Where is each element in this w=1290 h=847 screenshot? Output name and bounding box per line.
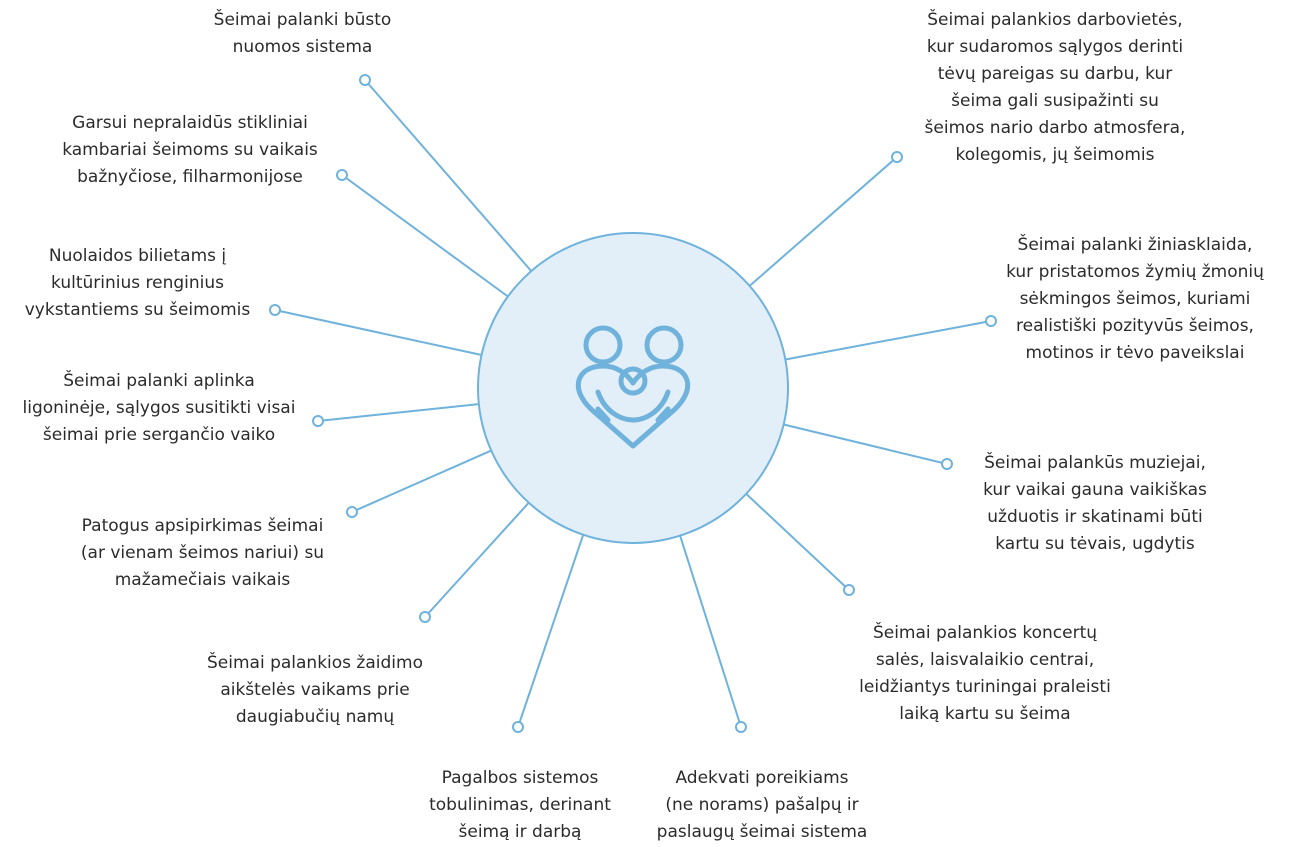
label-line: Pagalbos sistemos bbox=[441, 768, 599, 788]
connector-line-housing bbox=[364, 79, 533, 272]
label-line: kartu su tėvais, ugdytis bbox=[995, 534, 1195, 554]
connector-line-museums bbox=[783, 423, 948, 465]
label-line: Šeimai palanki žiniasklaida, bbox=[1017, 235, 1253, 255]
connector-dot-benefits bbox=[735, 721, 747, 733]
spoke-label-housing: Šeimai palanki būsto nuomos sistema bbox=[195, 7, 410, 61]
label-line: šeimos nario darbo atmosfera, bbox=[924, 118, 1186, 138]
label-line: tėvų pareigas su darbu, kur bbox=[937, 64, 1173, 84]
label-line: kolegomis, jų šeimomis bbox=[955, 145, 1155, 165]
label-line: sėkmingos šeimos, kuriami bbox=[1019, 289, 1251, 309]
label-line: kur vaikai gauna vaikiškas bbox=[983, 480, 1207, 500]
connector-dot-playgrounds bbox=[419, 611, 431, 623]
label-line: Nuolaidos bilietams į bbox=[48, 246, 227, 266]
family-heart-icon bbox=[575, 325, 691, 449]
label-line: kultūrinius renginius bbox=[51, 273, 224, 293]
connector-line-concert-halls bbox=[745, 493, 850, 591]
connector-dot-soundproof-rooms bbox=[336, 169, 348, 181]
label-line: vykstantiems su šeimomis bbox=[24, 300, 251, 320]
connector-line-media bbox=[785, 320, 992, 361]
connector-line-workplaces bbox=[748, 156, 898, 287]
label-line: Garsui nepralaidūs stikliniai bbox=[72, 113, 308, 133]
connector-line-shopping bbox=[351, 449, 492, 513]
spoke-label-workplaces: Šeimai palankios darbovietės, kur sudaro… bbox=[905, 7, 1205, 169]
connector-dot-media bbox=[985, 315, 997, 327]
connector-dot-museums bbox=[941, 458, 953, 470]
connector-line-ticket-discounts bbox=[274, 309, 482, 356]
spoke-label-shopping: Patogus apsipirkimas šeimai (ar vienam š… bbox=[60, 513, 345, 594]
spoke-label-support-system: Pagalbos sistemos tobulinimas, derinant … bbox=[410, 765, 630, 846]
label-line: Patogus apsipirkimas šeimai bbox=[81, 516, 324, 536]
label-line: aikštelės vaikams prie bbox=[220, 680, 410, 700]
label-line: Šeimai palanki būsto bbox=[213, 10, 392, 30]
connector-line-playgrounds bbox=[424, 502, 530, 618]
label-line: tobulinimas, derinant bbox=[429, 795, 611, 815]
label-line: daugiabučių namų bbox=[235, 707, 395, 727]
spoke-label-museums: Šeimai palankūs muziejai, kur vaikai gau… bbox=[960, 450, 1230, 558]
connector-line-benefits bbox=[679, 535, 742, 728]
connector-dot-housing bbox=[359, 74, 371, 86]
label-line: Šeimai palankios darbovietės, bbox=[927, 10, 1183, 30]
label-line: Šeimai palanki aplinka bbox=[63, 371, 255, 391]
connector-dot-concert-halls bbox=[843, 584, 855, 596]
label-line: bažnyčiose, filharmonijose bbox=[77, 167, 303, 187]
label-line: (ne norams) pašalpų ir bbox=[665, 795, 859, 815]
label-line: Šeimai palankūs muziejai, bbox=[984, 453, 1206, 473]
connector-dot-hospital bbox=[312, 415, 324, 427]
spoke-label-concert-halls: Šeimai palankios koncertų salės, laisval… bbox=[835, 620, 1135, 728]
hub-circle bbox=[477, 232, 789, 544]
spoke-label-soundproof-rooms: Garsui nepralaidūs stikliniai kambariai … bbox=[40, 110, 340, 191]
connector-dot-workplaces bbox=[891, 151, 903, 163]
label-line: realistiški pozityvūs šeimos, bbox=[1016, 316, 1254, 336]
label-line: ligoninėje, sąlygos susitikti visai bbox=[22, 398, 296, 418]
label-line: kambariai šeimoms su vaikais bbox=[62, 140, 318, 160]
connector-dot-ticket-discounts bbox=[269, 304, 281, 316]
label-line: užduotis ir skatinami būti bbox=[987, 507, 1203, 527]
spoke-label-benefits: Adekvati poreikiams (ne norams) pašalpų … bbox=[642, 765, 882, 846]
connector-line-hospital bbox=[317, 403, 479, 422]
label-line: Adekvati poreikiams bbox=[675, 768, 849, 788]
label-line: šeimą ir darbą bbox=[458, 822, 582, 842]
label-line: (ar vienam šeimos nariui) su bbox=[80, 543, 325, 563]
label-line: Šeimai palankios koncertų bbox=[872, 623, 1098, 643]
label-line: mažamečiais vaikais bbox=[114, 570, 291, 590]
label-line: motinos ir tėvo paveikslai bbox=[1025, 343, 1245, 363]
label-line: paslaugų šeimai sistema bbox=[656, 822, 868, 842]
label-line: šeimai prie sergančio vaiko bbox=[42, 425, 276, 445]
label-line: laiką kartu su šeima bbox=[899, 704, 1071, 724]
label-line: šeima gali susipažinti su bbox=[951, 91, 1159, 111]
connector-line-support-system bbox=[517, 534, 585, 728]
label-line: kur sudaromos sąlygos derinti bbox=[926, 37, 1184, 57]
connector-line-soundproof-rooms bbox=[341, 174, 509, 298]
connector-dot-shopping bbox=[346, 506, 358, 518]
label-line: salės, laisvalaikio centrai, bbox=[875, 650, 1095, 670]
spoke-label-hospital: Šeimai palanki aplinka ligoninėje, sąlyg… bbox=[0, 368, 318, 449]
spoke-label-ticket-discounts: Nuolaidos bilietams į kultūrinius rengin… bbox=[10, 243, 265, 324]
connector-dot-support-system bbox=[512, 721, 524, 733]
spoke-label-media: Šeimai palanki žiniasklaida, kur pristat… bbox=[985, 232, 1285, 367]
label-line: nuomos sistema bbox=[232, 37, 373, 57]
label-line: kur pristatomos žymių žmonių bbox=[1006, 262, 1264, 282]
spoke-label-playgrounds: Šeimai palankios žaidimo aikštelės vaika… bbox=[185, 650, 445, 731]
label-line: leidžiantys turiningai praleisti bbox=[859, 677, 1111, 697]
label-line: Šeimai palankios žaidimo bbox=[207, 653, 423, 673]
